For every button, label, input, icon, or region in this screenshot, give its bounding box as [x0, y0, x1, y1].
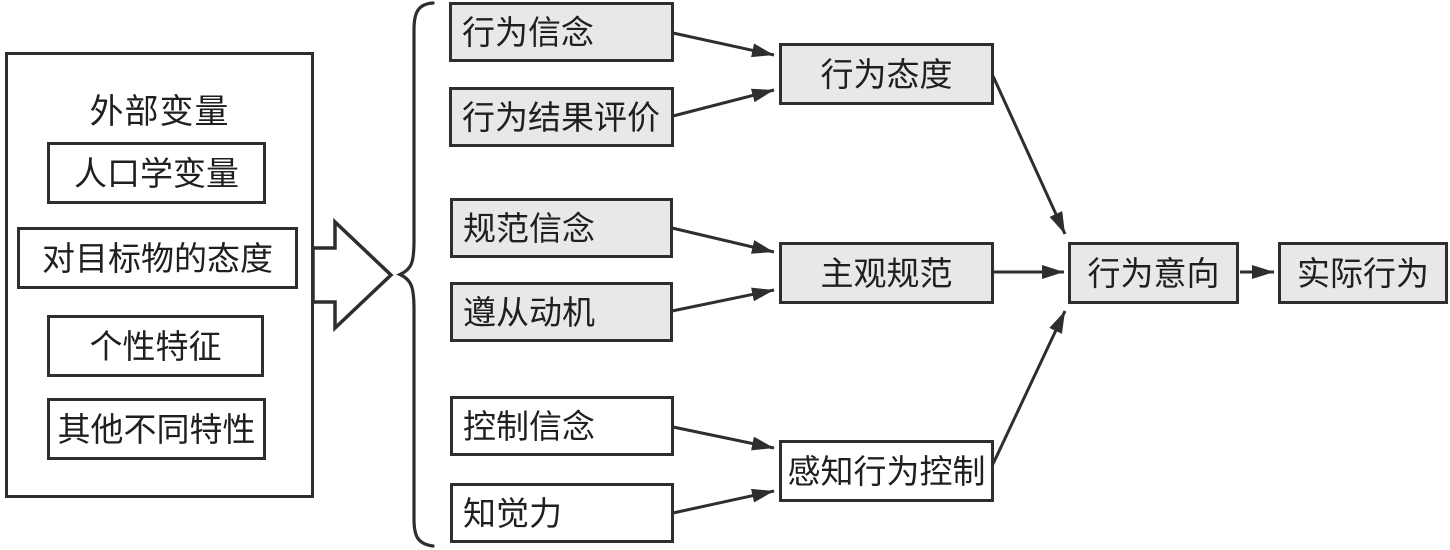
- box-label: 感知行为控制: [787, 451, 986, 491]
- box-subjective-norm: 主观规范: [779, 242, 994, 304]
- box-motivation-to-comply: 遵从动机: [450, 282, 673, 342]
- box-behavioral-attitude: 行为态度: [779, 43, 994, 105]
- box-label: 主观规范: [820, 253, 953, 293]
- box-label: 规范信念: [463, 208, 595, 248]
- arrow-outcome-evaluation-to-attitude: [672, 88, 775, 118]
- box-label: 行为结果评价: [462, 97, 660, 137]
- box-label: 其他不同特性: [57, 409, 256, 449]
- box-label: 行为态度: [820, 54, 953, 94]
- box-label: 实际行为: [1297, 253, 1429, 293]
- external-variables-title: 外部变量: [89, 92, 230, 132]
- box-personality-traits: 个性特征: [47, 315, 264, 377]
- box-label: 行为信念: [462, 12, 594, 52]
- box-perceived-behavioral-control: 感知行为控制: [779, 440, 994, 502]
- box-behavioral-intention: 行为意向: [1068, 242, 1239, 304]
- arrow-behavioral-beliefs-to-attitude: [672, 31, 775, 58]
- box-label: 行为意向: [1087, 253, 1220, 293]
- arrow-control-beliefs-to-pbc: [672, 425, 775, 451]
- box-label: 人口学变量: [74, 153, 239, 193]
- block-arrow: [311, 217, 394, 333]
- box-attitude-toward-target: 对目标物的态度: [17, 227, 298, 289]
- box-behavioral-beliefs: 行为信念: [449, 2, 674, 62]
- curly-brace: [396, 1, 435, 548]
- box-label: 知觉力: [463, 493, 562, 533]
- box-other-characteristics: 其他不同特性: [47, 398, 266, 460]
- box-outcome-evaluation: 行为结果评价: [449, 87, 674, 147]
- arrow-pbc-to-intention: [991, 310, 1067, 465]
- box-label: 对目标物的态度: [42, 238, 273, 278]
- box-normative-beliefs: 规范信念: [450, 198, 673, 258]
- arrow-motivation-to-comply-to-subjective-norm: [671, 287, 775, 313]
- arrow-perceived-power-to-pbc: [672, 488, 775, 515]
- arrow-attitude-to-intention: [991, 75, 1067, 235]
- box-label: 遵从动机: [463, 292, 595, 332]
- box-label: 个性特征: [89, 326, 222, 366]
- box-actual-behavior: 实际行为: [1278, 242, 1448, 304]
- arrow-normative-beliefs-to-subjective-norm: [671, 226, 775, 254]
- box-label: 控制信念: [463, 406, 595, 446]
- box-perceived-power: 知觉力: [450, 483, 674, 543]
- box-control-beliefs: 控制信念: [450, 396, 674, 456]
- box-demographic-variables: 人口学变量: [47, 142, 266, 204]
